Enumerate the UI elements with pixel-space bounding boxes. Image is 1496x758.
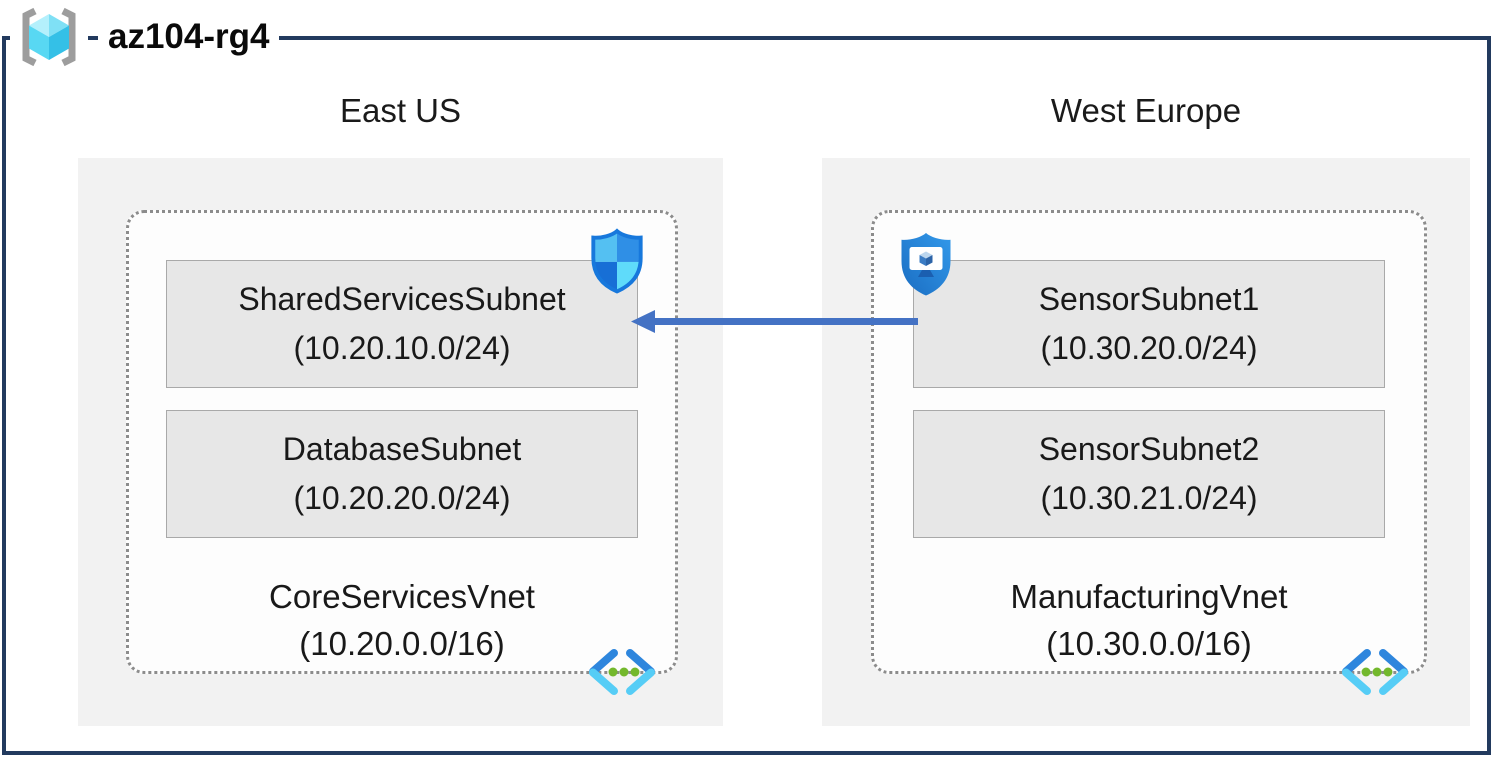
subnet-sharedservices: SharedServicesSubnet (10.20.10.0/24) bbox=[166, 260, 638, 388]
virtual-network-icon bbox=[1340, 648, 1410, 696]
vnet-label-coreservices: CoreServicesVnet (10.20.0.0/16) bbox=[129, 573, 675, 667]
vnet-address-space: (10.20.0.0/16) bbox=[299, 625, 505, 662]
vnet-manufacturing: SensorSubnet1 (10.30.20.0/24) SensorSubn… bbox=[871, 210, 1427, 695]
subnet-database: DatabaseSubnet (10.20.20.0/24) bbox=[166, 410, 638, 538]
vnet-name: CoreServicesVnet bbox=[269, 578, 535, 615]
region-label-west-europe: West Europe bbox=[1050, 92, 1242, 129]
subnet-cidr: (10.30.20.0/24) bbox=[1040, 330, 1258, 366]
subnet-cidr: (10.20.10.0/24) bbox=[293, 330, 511, 366]
subnet-cidr: (10.20.20.0/24) bbox=[293, 480, 511, 516]
region-west-europe: SensorSubnet1 (10.30.20.0/24) SensorSubn… bbox=[822, 158, 1470, 726]
vnet-name: ManufacturingVnet bbox=[1010, 578, 1288, 615]
resource-group-frame bbox=[2, 36, 1491, 755]
vnet-label-manufacturing: ManufacturingVnet (10.30.0.0/16) bbox=[874, 573, 1424, 667]
vnet-address-space: (10.30.0.0/16) bbox=[1046, 625, 1252, 662]
subnet-cidr: (10.30.21.0/24) bbox=[1040, 480, 1258, 516]
region-label-east-us: East US bbox=[339, 92, 462, 129]
resource-group-header: az104-rg4 bbox=[10, 6, 280, 68]
resource-group-icon bbox=[10, 6, 88, 68]
subnet-sensor1: SensorSubnet1 (10.30.20.0/24) bbox=[913, 260, 1385, 388]
vnet-coreservices: SharedServicesSubnet (10.20.10.0/24) Dat… bbox=[126, 210, 678, 695]
subnet-name: SensorSubnet2 bbox=[1038, 431, 1260, 467]
nsg-shield-icon bbox=[588, 228, 646, 294]
subnet-sensor2: SensorSubnet2 (10.30.21.0/24) bbox=[913, 410, 1385, 538]
resource-group-title: az104-rg4 bbox=[98, 6, 280, 68]
subnet-name: SensorSubnet1 bbox=[1038, 281, 1260, 317]
peering-arrow bbox=[631, 310, 918, 333]
virtual-network-icon bbox=[587, 648, 657, 696]
subnet-name: DatabaseSubnet bbox=[282, 431, 522, 467]
bastion-shield-icon bbox=[896, 230, 956, 298]
subnet-name: SharedServicesSubnet bbox=[238, 281, 566, 317]
